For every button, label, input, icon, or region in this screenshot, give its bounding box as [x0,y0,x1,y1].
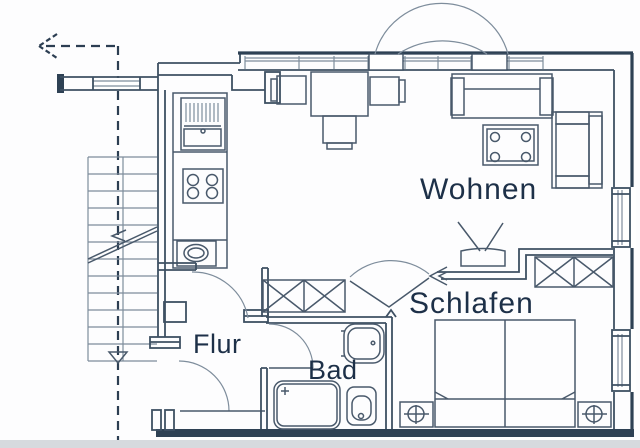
stair-direction-arrow-icon [87,226,158,365]
coffee-table [482,124,539,166]
tv-icon [457,221,506,267]
nightstand-left [399,401,434,428]
armchair [551,111,603,189]
room-label-schlafen: Schlafen [409,287,534,320]
bedroom-closet [534,256,614,288]
staircase [87,156,158,365]
room-label-flur: Flur [193,329,242,359]
entry-window [92,77,141,90]
entry-door [178,360,265,412]
top-wall-windows [238,2,633,71]
stove-icon [182,168,224,204]
hall-door [191,271,249,319]
photo-edge-strip [0,440,640,448]
balcony-doors [368,2,509,71]
kitchen-counter [172,92,228,269]
exit-arrow-icon [38,33,118,59]
living-right-window [610,187,636,248]
washbasin-icon [341,323,385,364]
top-wall-step [157,53,281,104]
dining-chair-left [270,75,307,105]
right-wall [610,53,636,437]
hall-top-wall [158,262,269,323]
hall-wardrobe [262,279,346,313]
nightstand-right [577,401,612,428]
double-bed [434,319,576,428]
dining-chair-right [369,76,406,106]
shower-icon [273,380,341,430]
bottom-wall [156,429,634,437]
dining-chair-bottom [322,115,357,150]
room-label-wohnen: Wohnen [420,173,537,206]
sofa [450,73,554,119]
left-wall [149,90,187,431]
toilet-icon [346,386,377,426]
bedroom-door [349,260,448,308]
bath-door [268,323,314,369]
room-label-bad: Bad [308,355,358,385]
bedroom-right-window [610,329,636,392]
entry-wall [57,74,158,93]
dining-table [310,71,369,117]
bathroom-walls [260,308,397,429]
living-bedroom-wall [437,248,613,280]
kitchen-appliance-icon [180,97,226,151]
